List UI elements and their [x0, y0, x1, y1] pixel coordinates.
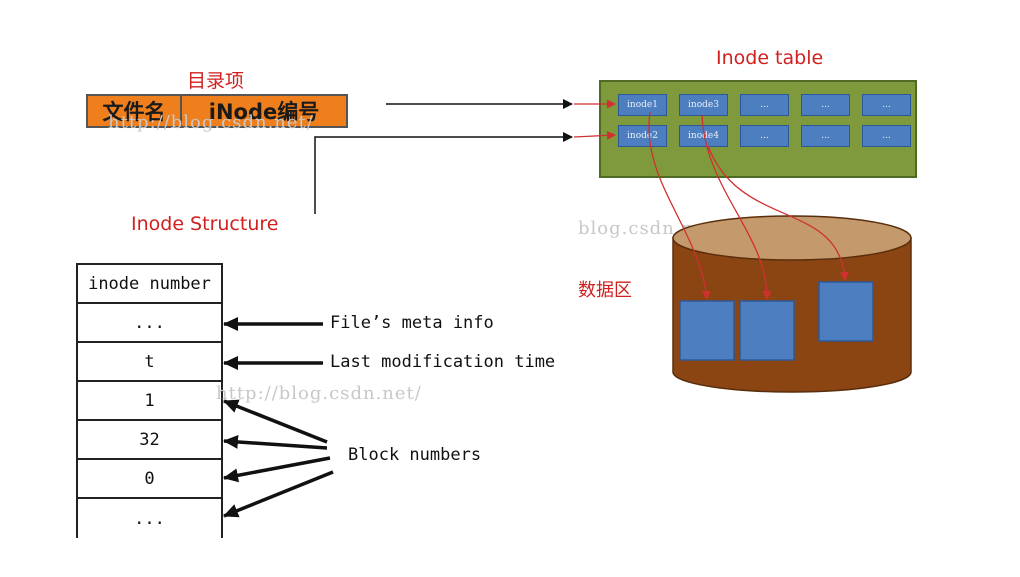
mtime-label: Last modification time — [330, 352, 556, 372]
filename-cell: 文件名 — [88, 96, 182, 126]
inode-table: inode1 inode3 ... ... ... inode2 inode4 … — [599, 80, 917, 178]
directory-entry-box: 文件名 iNode编号 — [86, 94, 348, 128]
inode-table-title: Inode table — [716, 47, 824, 69]
inode-cell: inode3 — [679, 94, 728, 116]
structure-row: 1 — [76, 382, 223, 421]
structure-row: inode number — [76, 263, 223, 304]
inode-cell: inode1 — [618, 94, 667, 116]
data-block — [818, 281, 874, 342]
inode-cell: inode4 — [679, 125, 728, 147]
inode-structure-title: Inode Structure — [131, 213, 279, 235]
watermark: http://blog.csdn.net/ — [216, 383, 422, 404]
inode-cell: ... — [740, 94, 789, 116]
block-numbers-label: Block numbers — [348, 445, 482, 465]
structure-to-table-arrow — [314, 132, 573, 214]
inode-to-block-link — [707, 145, 849, 281]
inode-structure-table: inode number ... t 1 32 0 ... — [76, 263, 223, 538]
directory-entry-title: 目录项 — [187, 70, 245, 92]
block-number-arrow — [223, 399, 328, 444]
inode-to-block-link — [648, 111, 711, 300]
structure-row: t — [76, 343, 223, 382]
inode-cell: ... — [801, 125, 850, 147]
inode-to-block-link — [701, 114, 772, 300]
structure-row: 32 — [76, 421, 223, 460]
block-number-arrow — [223, 456, 331, 483]
inode-cell: ... — [862, 125, 911, 147]
inode-cell: inode2 — [618, 125, 667, 147]
inode-cell: ... — [862, 94, 911, 116]
block-number-arrow — [223, 434, 328, 450]
meta-info-label: File’s meta info — [330, 313, 494, 333]
red-link-arrow — [573, 130, 616, 140]
data-block — [679, 300, 735, 361]
data-area-title: 数据区 — [578, 280, 632, 301]
structure-row: ... — [76, 304, 223, 343]
structure-row: ... — [76, 499, 223, 538]
block-number-arrow — [223, 470, 334, 518]
structure-row: 0 — [76, 460, 223, 499]
data-block — [739, 300, 795, 361]
inode-cell: ... — [801, 94, 850, 116]
watermark: http://blog.csdn.net/ — [108, 112, 314, 133]
inode-cell: ... — [740, 125, 789, 147]
inode-number-cell: iNode编号 — [208, 100, 320, 124]
